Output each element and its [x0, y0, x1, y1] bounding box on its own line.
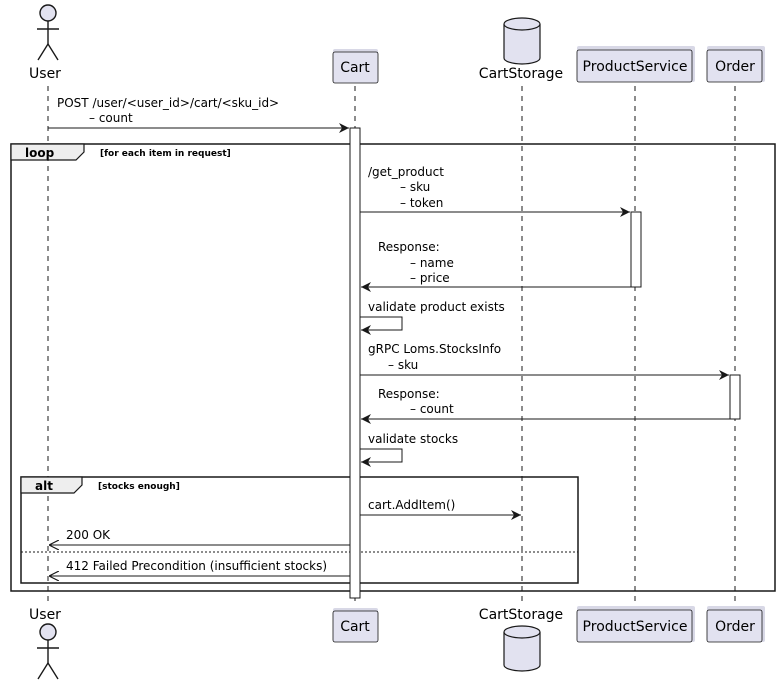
message-post-cart: POST /user/<user_id>/cart/<sku_id> – cou…	[48, 96, 349, 133]
self-message-arrow	[360, 316, 403, 335]
database-icon	[503, 625, 541, 672]
message-product-response: Response: – name – price	[361, 240, 631, 292]
participant-label: Order	[715, 59, 755, 75]
message-label-line: POST /user/<user_id>/cart/<sku_id>	[57, 96, 279, 110]
message-get-product: /get_product – sku – token	[360, 165, 630, 217]
activation-cart	[349, 127, 361, 599]
participant-label: User	[29, 66, 61, 82]
message-label-line: 412 Failed Precondition (insufficient st…	[66, 559, 327, 573]
message-validate-product: validate product exists	[360, 300, 505, 335]
message-label-line: – sku	[388, 358, 418, 372]
participant-label: CartStorage	[479, 607, 563, 623]
alt-keyword: alt	[35, 479, 53, 493]
participant-cart-storage-top: CartStorage	[479, 17, 563, 82]
message-label-line: cart.AddItem()	[368, 498, 455, 512]
participant-order-bottom: Order	[706, 606, 765, 643]
alt-tab	[20, 476, 83, 494]
participant-product-service-top: ProductService	[576, 46, 695, 83]
self-message-arrow	[360, 448, 403, 467]
alt-frame	[20, 476, 579, 584]
participant-product-service-bottom: ProductService	[576, 606, 695, 643]
participant-cart-storage-bottom: CartStorage	[479, 607, 563, 672]
message-validate-stocks: validate stocks	[360, 432, 458, 467]
participant-user-bottom: User	[29, 607, 61, 680]
message-412-failed: 412 Failed Precondition (insufficient st…	[49, 559, 350, 576]
alt-fragment: alt [stocks enough]	[20, 476, 579, 584]
actor-icon	[37, 4, 59, 61]
participant-label: User	[29, 607, 61, 623]
alt-guard: [stocks enough]	[98, 482, 180, 492]
loop-tab	[10, 143, 85, 161]
participant-label: Cart	[340, 619, 370, 635]
message-label-line: Response:	[378, 240, 440, 254]
participant-label: Cart	[340, 60, 370, 76]
message-200-ok: 200 OK	[49, 528, 350, 545]
message-label-line: /get_product	[368, 165, 444, 179]
message-add-item: cart.AddItem()	[360, 498, 521, 520]
message-stocks-response: Response: – count	[361, 387, 730, 424]
activation-product-service	[630, 211, 642, 288]
loop-keyword: loop	[25, 146, 55, 160]
database-icon	[503, 17, 541, 65]
message-label-line: – sku	[400, 180, 430, 194]
message-label-line: – price	[410, 271, 450, 285]
participant-cart-top: Cart	[332, 49, 379, 84]
activation-order	[729, 374, 741, 420]
participant-user-top: User	[29, 4, 61, 82]
participant-label: ProductService	[583, 619, 688, 635]
loop-guard: [for each item in request]	[100, 149, 231, 159]
message-label-line: – token	[400, 196, 443, 210]
message-label-line: validate product exists	[368, 300, 505, 314]
participant-order-top: Order	[706, 46, 765, 83]
participant-label: ProductService	[583, 59, 688, 75]
message-label-line: – count	[410, 402, 454, 416]
message-label-line: gRPC Loms.StocksInfo	[368, 342, 501, 356]
message-label-line: 200 OK	[66, 528, 111, 542]
loop-frame	[10, 143, 776, 592]
message-label-line: – name	[410, 256, 454, 270]
message-stocks-info: gRPC Loms.StocksInfo – sku	[360, 342, 729, 380]
participant-label: Order	[715, 619, 755, 635]
message-label-line: validate stocks	[368, 432, 458, 446]
loop-fragment: loop [for each item in request]	[10, 143, 776, 592]
participant-label: CartStorage	[479, 66, 563, 82]
participant-cart-bottom: Cart	[332, 608, 379, 643]
actor-icon	[37, 623, 59, 680]
message-label-line: – count	[89, 111, 133, 125]
message-label-line: Response:	[378, 387, 440, 401]
